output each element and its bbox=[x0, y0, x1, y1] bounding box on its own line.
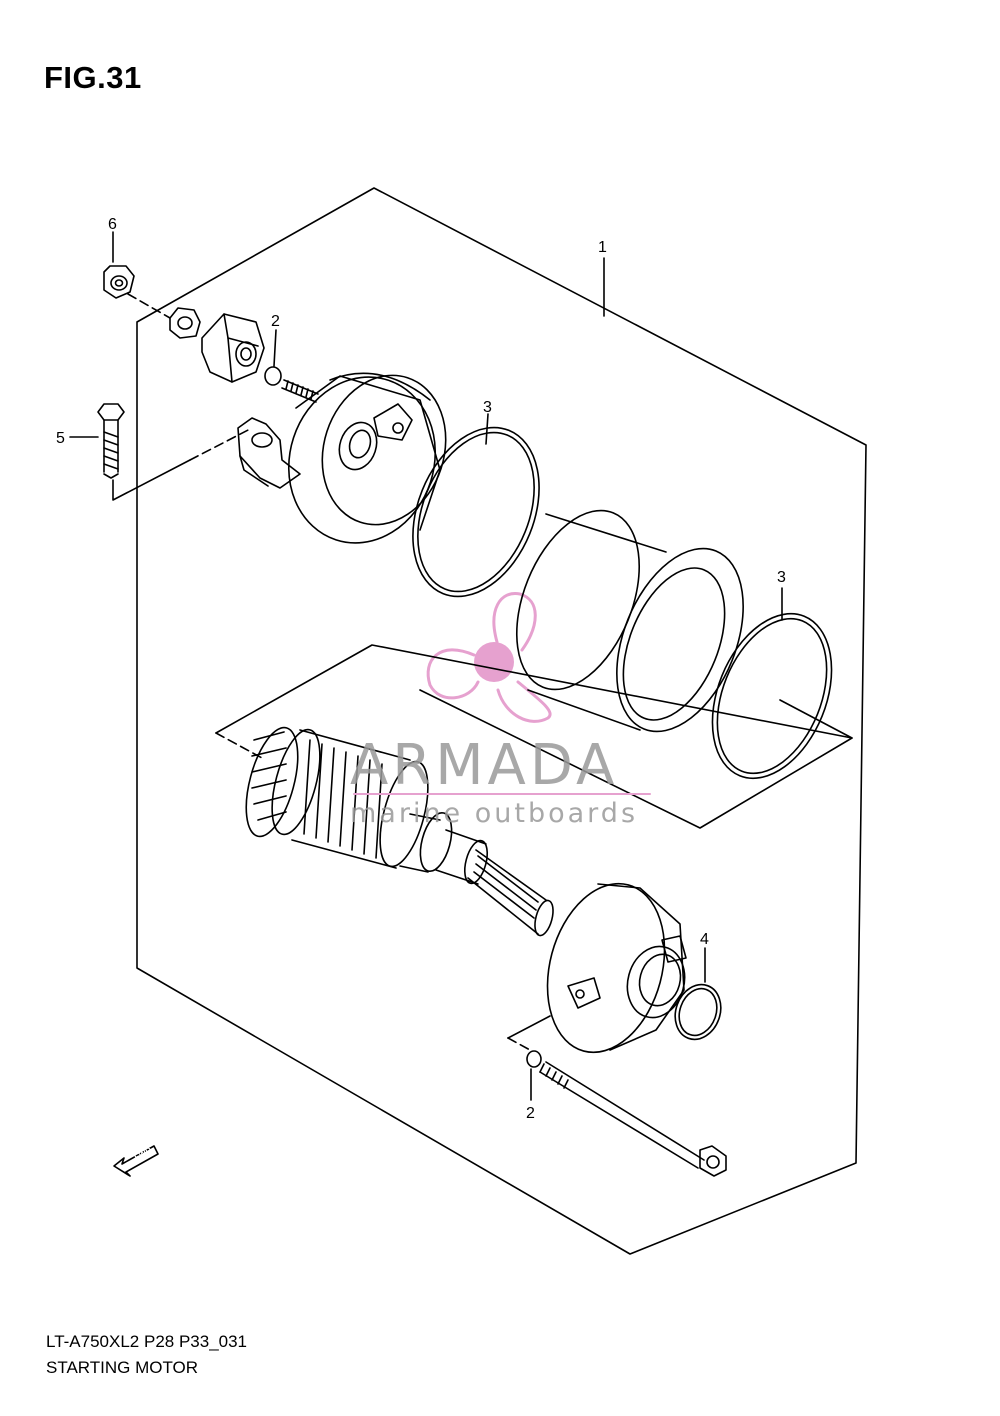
through-bolt bbox=[539, 1061, 727, 1177]
terminal-insulator bbox=[201, 313, 265, 383]
propeller-blade-top bbox=[492, 592, 537, 652]
part-2-washer-bottom bbox=[526, 1050, 542, 1068]
armature-outline-c bbox=[779, 699, 853, 739]
callout-5: 5 bbox=[56, 430, 65, 447]
dash-5-a bbox=[112, 459, 191, 501]
model-code: LT-A750XL2 P28 P33_031 bbox=[46, 1332, 248, 1351]
part-yoke-housing bbox=[515, 509, 744, 733]
callout-3-right: 3 bbox=[777, 569, 786, 586]
part-front-housing bbox=[546, 882, 687, 1054]
assembly-outline bbox=[136, 187, 867, 1255]
front-outline-a bbox=[507, 1015, 551, 1039]
propeller-blade-right bbox=[496, 680, 552, 723]
callout-3-left: 3 bbox=[483, 399, 492, 416]
part-4-oring bbox=[674, 983, 722, 1041]
propeller-blade-left bbox=[426, 648, 480, 700]
callout-6: 6 bbox=[108, 216, 117, 233]
propeller-hub bbox=[474, 642, 514, 682]
figure-name: STARTING MOTOR bbox=[46, 1358, 199, 1377]
watermark-brand: ARMADA bbox=[350, 733, 618, 798]
part-6-nut bbox=[103, 265, 135, 299]
terminal-nut bbox=[169, 307, 201, 339]
front-outline-dash bbox=[507, 1037, 531, 1051]
leader-2-top bbox=[273, 329, 277, 367]
armature-outline-dash bbox=[215, 732, 263, 759]
dash-6 bbox=[127, 293, 171, 319]
part-armature bbox=[245, 726, 554, 937]
part-2-oring-top bbox=[264, 366, 282, 386]
callout-2-bottom: 2 bbox=[526, 1105, 535, 1122]
fwd-arrow-icon bbox=[113, 1145, 159, 1177]
part-3-ring-right bbox=[711, 612, 833, 780]
part-5-bolt bbox=[97, 403, 125, 479]
part-rear-housing bbox=[237, 372, 447, 544]
watermark-tagline: marine outboards bbox=[350, 798, 638, 829]
threaded-stud bbox=[281, 379, 319, 403]
leader-3-left bbox=[485, 413, 489, 445]
dash-5-b bbox=[189, 427, 253, 461]
callout-4: 4 bbox=[700, 931, 709, 948]
callout-2-top: 2 bbox=[271, 313, 280, 330]
figure-title: FIG.31 bbox=[44, 60, 142, 95]
watermark-logo bbox=[426, 592, 552, 723]
callout-1: 1 bbox=[598, 239, 607, 256]
part-3-ring-left bbox=[412, 426, 540, 598]
